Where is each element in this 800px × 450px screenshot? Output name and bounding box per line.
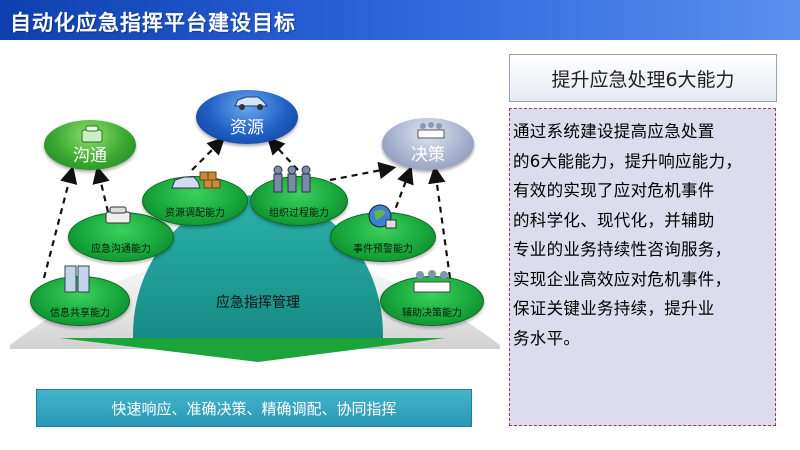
goal-resources-label: 资源	[230, 117, 264, 138]
phone-icon-comm	[81, 125, 103, 143]
panel-body: 通过系统建设提高应急处置 的6大能能力，提升响应能力， 有效的实现了应对危机事件…	[509, 108, 776, 426]
meeting-icon-decision	[417, 122, 445, 139]
arrow-emergency-to-comm	[92, 165, 110, 213]
panel-line: 务水平。	[513, 328, 581, 348]
arrow-aux-to-decision	[428, 165, 452, 279]
cap-info-share-label: 信息共享能力	[50, 308, 110, 319]
base-bar: 快速响应、准确决策、精确调配、协同指挥	[36, 389, 472, 427]
cap-org-process: 组织过程能力	[250, 176, 348, 226]
phone-icon-emergency	[105, 206, 131, 224]
globe-icon-warning	[368, 204, 397, 229]
capability-diagram: 沟通 资源 决策 信息共享能力 应急沟通能力 资源调配能力 组织过程能力 事件预…	[0, 40, 505, 450]
panel-line: 专业的业务持续性咨询服务，	[513, 240, 732, 259]
goal-communicate-label: 沟通	[73, 145, 107, 166]
cap-resource-dispatch-label: 资源调配能力	[165, 208, 225, 219]
panel-line: 的6大能能力，提升响应能力，	[513, 151, 743, 171]
server-icon-info	[64, 265, 90, 293]
car-icon-resources	[234, 96, 268, 110]
cap-org-process-label: 组织过程能力	[269, 208, 329, 219]
base-bar-text: 快速响应、准确决策、精确调配、协同指挥	[111, 399, 397, 418]
panel-header-text: 提升应急处理6大能力	[551, 68, 735, 91]
page-title: 自动化应急指挥平台建设目标	[10, 11, 296, 35]
center-label: 应急指挥管理	[216, 295, 300, 311]
arrow-dispatch-to-resources	[191, 136, 226, 171]
supplies-icon-dispatch	[171, 171, 221, 189]
panel-line: 保证关键业务持续，提升业	[513, 299, 715, 318]
cap-event-warning-label: 事件预警能力	[353, 244, 413, 255]
bottom-chevron	[60, 338, 445, 362]
panel-header: 提升应急处理6大能力	[509, 54, 777, 102]
goal-decision: 决策	[382, 118, 474, 170]
panel-line: 有效的实现了应对危机事件	[513, 181, 715, 200]
panel-line: 实现企业高效应对危机事件，	[513, 269, 732, 289]
goal-decision-label: 决策	[411, 144, 445, 165]
panel-line: 通过系统建设提高应急处置	[513, 122, 715, 141]
panel-line: 的科学化、现代化，并辅助	[513, 210, 715, 230]
arrow-warning-to-decision	[390, 165, 414, 219]
cap-emergency-comm-label: 应急沟通能力	[91, 244, 151, 255]
cap-aux-decision-label: 辅助决策能力	[402, 308, 462, 319]
title-bar: 自动化应急指挥平台建设目标	[0, 0, 800, 40]
meeting-icon-aux	[413, 270, 451, 293]
center-dome	[133, 195, 383, 340]
arrow-org-to-resources	[266, 136, 299, 171]
diagram-canvas	[10, 136, 500, 362]
people-icon-org	[273, 165, 311, 193]
arrow-info-to-comm	[42, 165, 78, 279]
arrow-org-to-decision	[329, 161, 397, 182]
